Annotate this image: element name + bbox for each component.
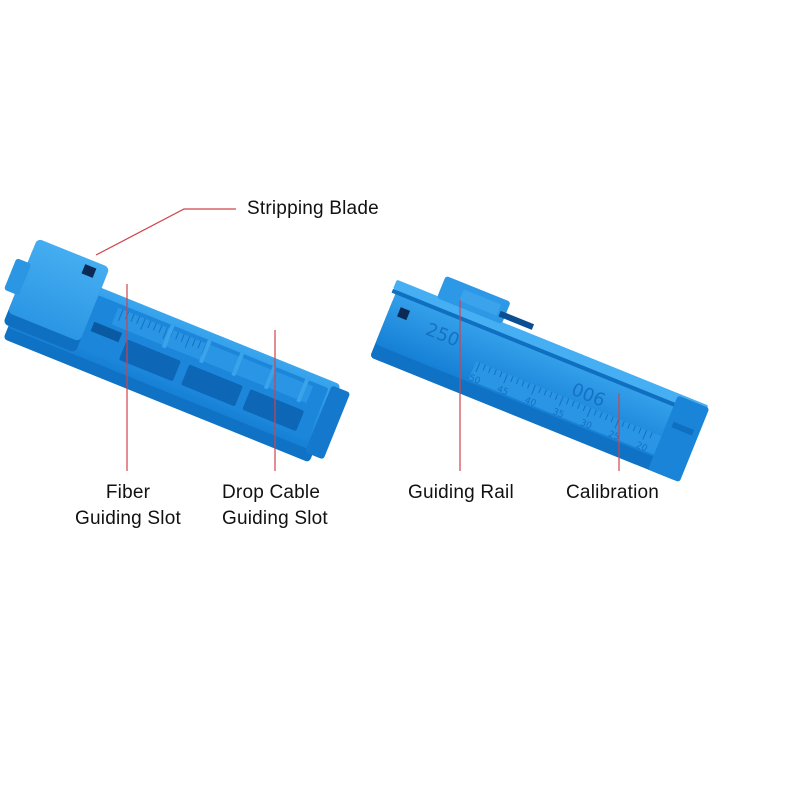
svg-text:40: 40 bbox=[523, 396, 538, 410]
right-stripper-tool: 250 900 bbox=[370, 276, 709, 482]
label-drop-cable-guiding-slot: Drop Cable Guiding Slot bbox=[222, 482, 328, 529]
stripping-blade-line bbox=[95, 208, 236, 256]
callout-lines bbox=[95, 208, 620, 471]
svg-text:25: 25 bbox=[606, 429, 620, 443]
calibration-scale bbox=[468, 361, 671, 459]
blade-window bbox=[397, 307, 411, 321]
label-stripping-blade: Stripping Blade bbox=[247, 198, 379, 219]
label-fiber-guiding-slot: Fiber Guiding Slot bbox=[75, 482, 181, 529]
label-calibration: Calibration bbox=[566, 482, 660, 503]
svg-text:50: 50 bbox=[467, 373, 482, 387]
svg-text:45: 45 bbox=[495, 385, 509, 399]
label-guiding-rail: Guiding Rail bbox=[408, 482, 514, 503]
svg-text:20: 20 bbox=[634, 441, 649, 455]
svg-text:30: 30 bbox=[579, 418, 594, 432]
svg-text:35: 35 bbox=[551, 407, 565, 421]
blade-window bbox=[81, 264, 97, 278]
left-stripper-tool bbox=[4, 239, 350, 462]
scale-numbers: 50 45 40 35 30 25 20 bbox=[467, 373, 649, 454]
